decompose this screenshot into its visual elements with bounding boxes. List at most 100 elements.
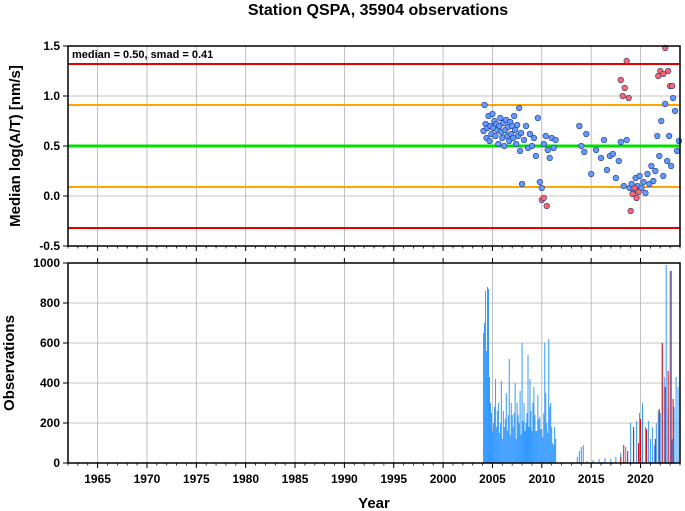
- bar-inlier: [497, 403, 499, 463]
- bar-inlier: [532, 403, 534, 463]
- x-tick-label: 1995: [380, 472, 407, 486]
- bar-inlier: [647, 421, 649, 463]
- bar-outlier: [670, 271, 672, 463]
- scatter-point-inlier: [530, 134, 538, 142]
- scatter-point-inlier: [671, 107, 679, 115]
- scatter-point-inlier: [501, 142, 508, 150]
- bar-inlier: [548, 339, 550, 463]
- bar-inlier: [511, 415, 513, 463]
- bar-inlier: [491, 431, 493, 463]
- top-y-tick-label: -0.5: [39, 239, 60, 253]
- scatter-point-inlier: [532, 152, 539, 160]
- scatter-point-inlier: [546, 154, 553, 162]
- bar-inlier: [506, 431, 508, 463]
- bar-inlier: [488, 289, 490, 463]
- scatter-point-inlier: [612, 174, 619, 182]
- scatter-point-inlier: [658, 117, 665, 125]
- bar-inlier: [552, 443, 554, 463]
- bar-inlier: [494, 379, 496, 463]
- bar-inlier: [495, 427, 497, 463]
- bar-inlier: [630, 423, 632, 463]
- bar-outlier: [661, 343, 663, 463]
- scatter-point-inlier: [576, 122, 583, 130]
- bar-inlier: [528, 427, 530, 463]
- scatter-point-outlier: [633, 194, 640, 202]
- bar-inlier: [655, 423, 657, 463]
- bar-inlier: [673, 407, 675, 463]
- scatter-point-inlier: [603, 166, 611, 174]
- chart-title: Station QSPA, 35904 observations: [248, 2, 508, 19]
- bar-inlier: [592, 460, 594, 463]
- scatter-point-inlier: [518, 180, 526, 188]
- bar-inlier: [518, 423, 520, 463]
- bottom-y-tick-label: 600: [40, 336, 60, 350]
- bar-inlier: [644, 427, 646, 463]
- bar-inlier: [485, 291, 487, 463]
- bar-outlier: [664, 387, 666, 463]
- scatter-point-inlier: [654, 132, 661, 140]
- bar-inlier: [500, 381, 502, 463]
- bar-inlier: [510, 403, 512, 463]
- bar-inlier: [677, 387, 679, 463]
- top-y-tick-label: 1.0: [43, 89, 60, 103]
- bar-outlier: [640, 419, 642, 463]
- scatter-point-inlier: [597, 154, 605, 162]
- scatter-point-outlier: [621, 84, 628, 92]
- bottom-plot-area: [68, 263, 680, 463]
- bar-inlier: [489, 403, 491, 463]
- bar-inlier: [582, 445, 584, 463]
- bar-inlier: [639, 413, 641, 463]
- bar-inlier: [526, 413, 528, 463]
- scatter-point-inlier: [481, 101, 488, 109]
- bottom-y-tick-label: 0: [53, 456, 60, 470]
- scatter-point-inlier: [534, 114, 541, 122]
- bar-inlier: [515, 439, 517, 463]
- bar-inlier: [610, 459, 612, 463]
- top-y-axis-label: Median log(A/T) [nm/s]: [7, 65, 24, 227]
- bar-inlier: [544, 343, 546, 463]
- bar-inlier: [641, 403, 643, 463]
- bar-inlier: [521, 343, 523, 463]
- scatter-point-inlier: [662, 100, 669, 108]
- top-yticks: -0.50.00.51.01.5: [39, 39, 68, 253]
- scatter-point-inlier: [660, 172, 667, 180]
- bar-inlier: [483, 333, 485, 463]
- bar-inlier: [504, 419, 506, 463]
- bar-inlier: [493, 407, 495, 463]
- x-tick-label: 2005: [479, 472, 506, 486]
- bar-inlier: [519, 391, 521, 463]
- scatter-point-outlier: [631, 184, 638, 192]
- bar-inlier: [653, 445, 655, 463]
- bar-inlier: [508, 359, 510, 463]
- scatter-point-outlier: [625, 94, 632, 102]
- bar-inlier: [488, 377, 490, 463]
- bar-inlier: [538, 419, 540, 463]
- bar-inlier: [539, 417, 541, 463]
- bar-inlier: [509, 435, 511, 463]
- bar-inlier: [551, 427, 553, 463]
- bar-inlier: [615, 457, 617, 463]
- x-tick-label: 1980: [232, 472, 259, 486]
- bar-inlier: [649, 439, 651, 463]
- bar-inlier: [636, 421, 638, 463]
- scatter-point-inlier: [675, 137, 683, 145]
- scatter-point-inlier: [550, 144, 557, 152]
- bar-inlier: [517, 415, 519, 463]
- bar-inlier: [671, 439, 673, 463]
- scatter-point-inlier: [513, 140, 520, 148]
- scatter-point-inlier: [517, 129, 525, 137]
- scatter-point-outlier: [629, 190, 636, 198]
- bottom-y-axis-label: Observations: [1, 315, 18, 411]
- scatter-point-outlier: [543, 202, 550, 210]
- x-tick-label: 1990: [331, 472, 358, 486]
- scatter-point-inlier: [640, 178, 647, 186]
- bar-inlier: [669, 271, 671, 463]
- x-tick-label: 1975: [183, 472, 210, 486]
- bar-inlier: [498, 433, 500, 463]
- bar-outlier: [658, 409, 660, 463]
- bar-inlier: [659, 413, 661, 463]
- x-tick-label: 2015: [578, 472, 605, 486]
- bar-outlier: [633, 427, 635, 463]
